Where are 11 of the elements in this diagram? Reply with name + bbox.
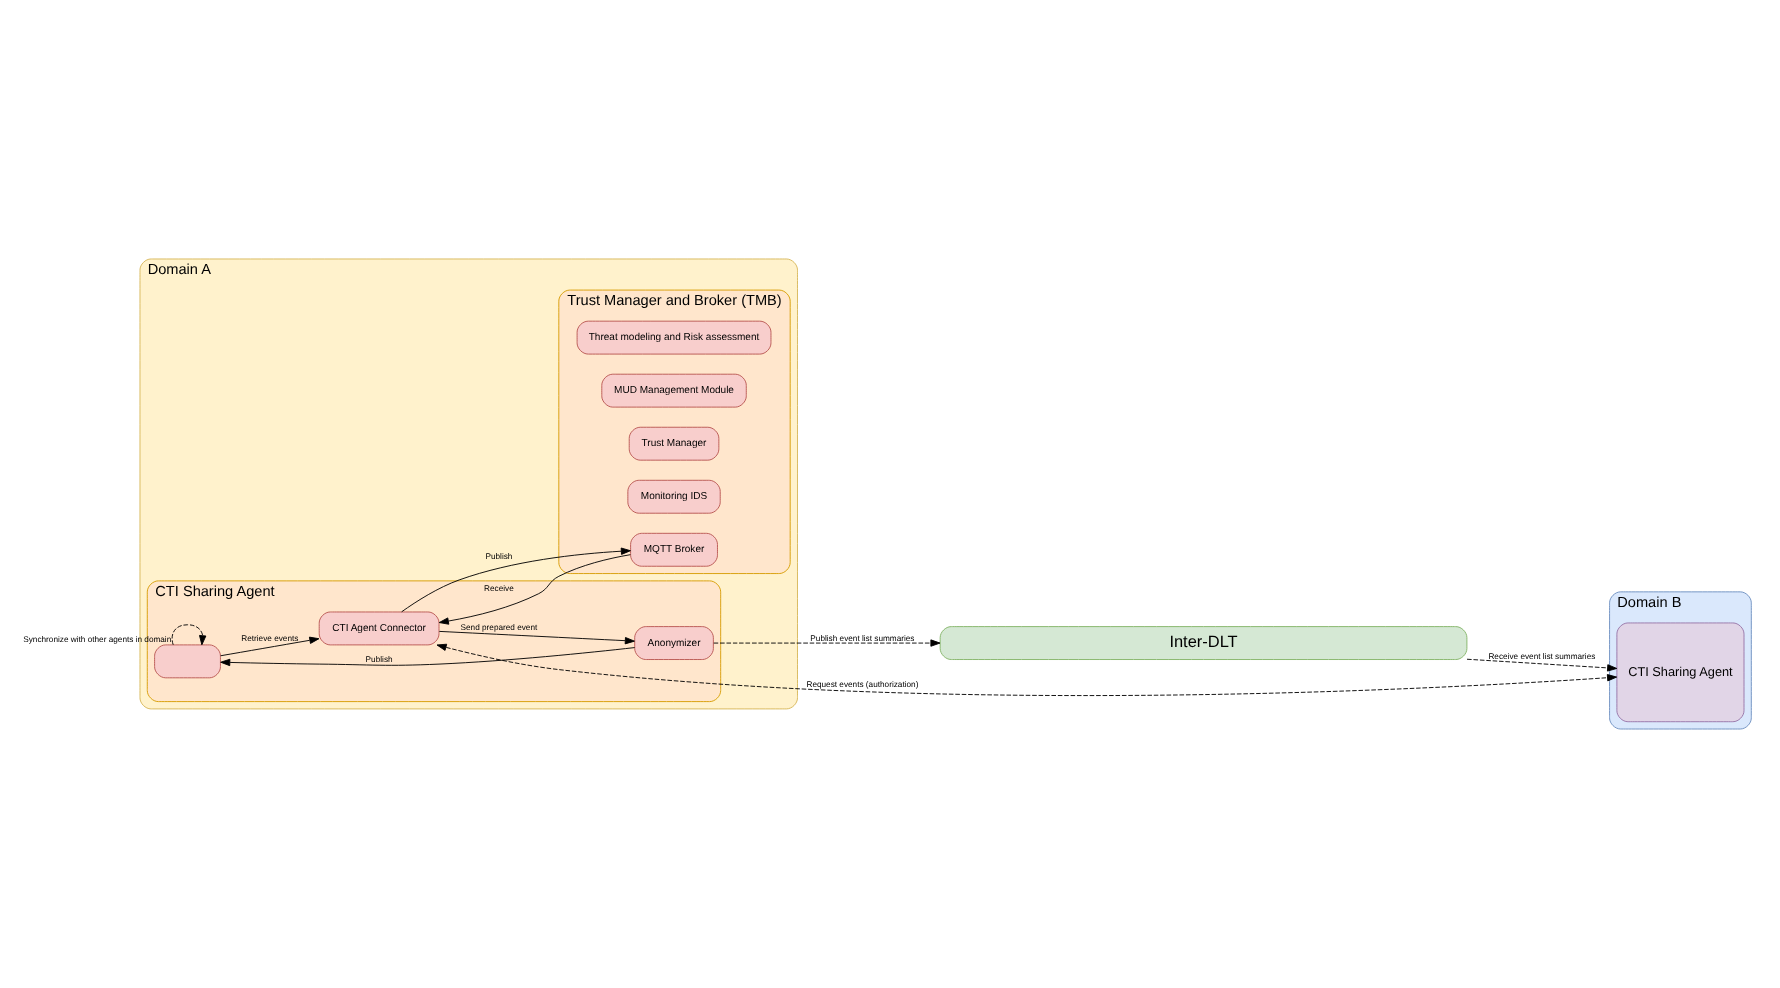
arrow <box>401 547 631 613</box>
arrow <box>438 554 631 625</box>
arrow <box>436 643 1618 696</box>
arrow <box>713 639 941 647</box>
arrow <box>220 647 636 667</box>
arrow <box>220 636 320 657</box>
arrow <box>1466 658 1618 672</box>
arrow <box>438 630 635 645</box>
arrow <box>171 624 207 646</box>
node-box <box>154 644 221 679</box>
node-box: Inter-DLT <box>939 626 1468 660</box>
